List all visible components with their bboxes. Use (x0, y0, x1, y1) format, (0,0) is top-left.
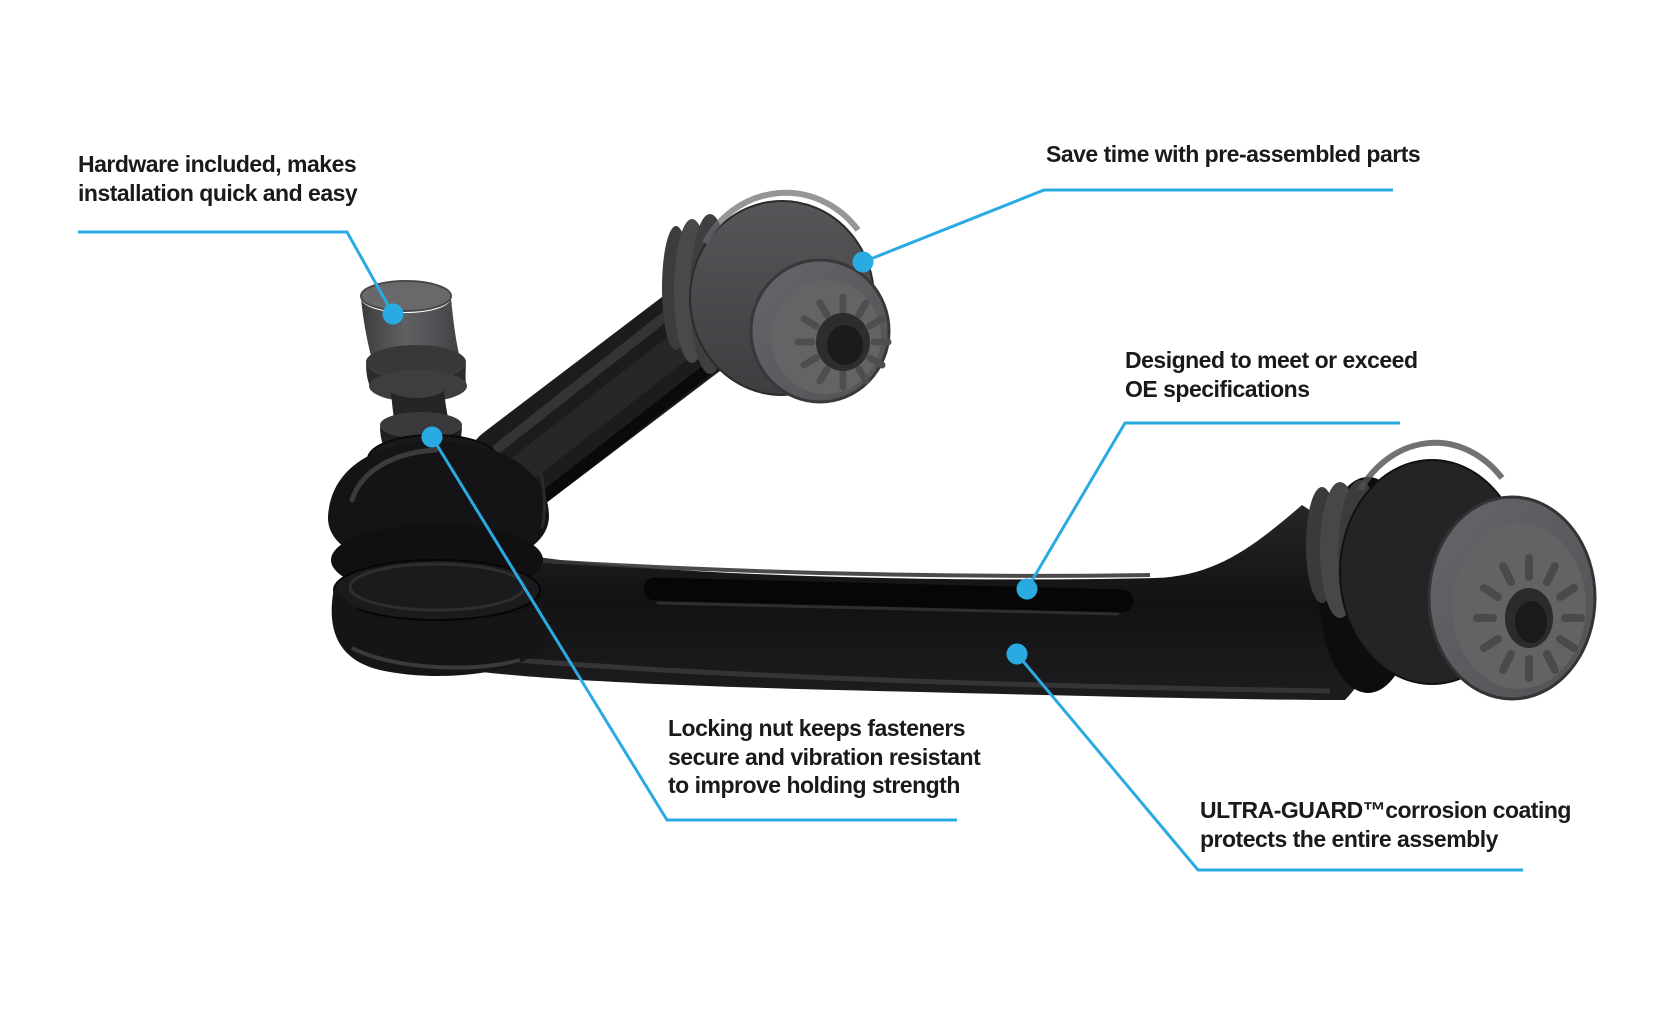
upper-bushing-splines (794, 293, 892, 391)
callout-text-line: Designed to meet or exceed (1125, 347, 1418, 373)
callout-text-line: protects the entire assembly (1200, 825, 1498, 852)
callout-line-ultra-guard (1015, 653, 1523, 872)
rear-bushing-splines (1473, 554, 1585, 682)
callout-leaders (78, 188, 1523, 872)
ball-joint-base-sheen (351, 646, 521, 670)
rear-bushing-shell-highlight (1357, 439, 1505, 492)
callout-text-locking-nut: Locking nut keeps fasteners secure and v… (668, 714, 981, 800)
rear-bushing (1306, 439, 1597, 701)
callout-text-line: installation quick and easy (78, 179, 358, 206)
callout-text-pre-assembled-parts: Save time with pre-assembled parts (1046, 140, 1421, 169)
ball-joint (327, 280, 549, 676)
callout-dot-pre-assembled-parts (852, 251, 874, 273)
callout-text-hardware-included: Hardware included, makes installation qu… (78, 150, 358, 207)
callout-text-ultra-guard: ULTRA-GUARD™corrosion coating protects t… (1200, 796, 1571, 853)
callout-text-line: Save time with pre-assembled parts (1046, 141, 1421, 167)
callout-line-oe-specifications (1025, 421, 1400, 590)
callout-line-locking-nut (430, 436, 957, 822)
lower-arm-slot (643, 577, 1134, 613)
callout-dot-oe-specifications (1016, 578, 1038, 600)
locking-nut-top (380, 412, 462, 438)
upper-arm-sheen (503, 311, 721, 487)
callout-dot-ultra-guard (1006, 643, 1028, 665)
lower-arm-slot-lip (656, 601, 1120, 616)
stud-ring-bottom (369, 370, 467, 402)
callout-text-line: secure and vibration resistant (668, 743, 981, 770)
upper-bushing-hole-inner (827, 325, 863, 365)
rear-bushing-hole-inner (1515, 601, 1547, 643)
callout-text-line: Hardware included, makes (78, 151, 357, 177)
dust-boot-crease (538, 469, 546, 529)
upper-bushing (662, 189, 892, 404)
callout-text-line: ULTRA-GUARD™corrosion coating (1200, 797, 1571, 823)
callout-text-line: to improve holding strength (668, 772, 960, 798)
stud-ring-top (366, 345, 466, 379)
callout-line-hardware-included (78, 230, 395, 315)
callout-line-pre-assembled-parts (862, 188, 1393, 264)
ball-joint-base (331, 588, 547, 676)
callout-text-oe-specifications: Designed to meet or exceed OE specificat… (1125, 346, 1418, 403)
upper-arm-bottom-ridge (534, 346, 736, 506)
callout-text-line: Locking nut keeps fasteners (668, 715, 966, 741)
callout-dot-hardware-included (382, 303, 404, 325)
upper-arm-top-ridge (493, 295, 691, 453)
upper-bushing-barrel-highlight (702, 189, 861, 245)
callout-dot-locking-nut (421, 426, 443, 448)
callout-text-line: OE specifications (1125, 375, 1310, 402)
dust-boot-highlight (349, 447, 439, 503)
ball-joint-stud-top (360, 280, 452, 312)
